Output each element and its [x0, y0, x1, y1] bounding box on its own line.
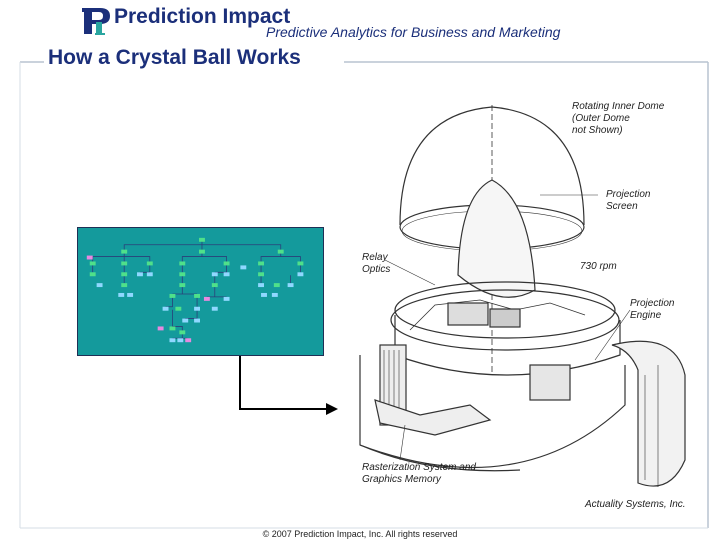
brand-name: Prediction Impact	[114, 5, 291, 28]
label-projection-screen: Projection Screen	[606, 189, 651, 212]
label-relay-optics: Relay Optics	[362, 252, 391, 275]
brand-tagline: Predictive Analytics for Business and Ma…	[266, 24, 561, 40]
label-projection-engine: Projection Engine	[630, 298, 675, 321]
label-rasterization-system: Rasterization System and Graphics Memory	[362, 462, 476, 485]
copyright-footer: © 2007 Prediction Impact, Inc. All right…	[262, 529, 458, 539]
slide-title: How a Crystal Ball Works	[48, 46, 301, 69]
label-rpm: 730 rpm	[580, 261, 617, 272]
decision-tree-diagram	[86, 237, 304, 343]
image-credit: Actuality Systems, Inc.	[585, 499, 686, 510]
prediction-impact-logo-icon	[82, 8, 110, 35]
label-rotating-inner-dome: Rotating Inner Dome (Outer Dome not Show…	[572, 101, 665, 136]
crystal-ball-device-illustration	[359, 105, 686, 487]
decision-tree-panel	[77, 227, 324, 356]
